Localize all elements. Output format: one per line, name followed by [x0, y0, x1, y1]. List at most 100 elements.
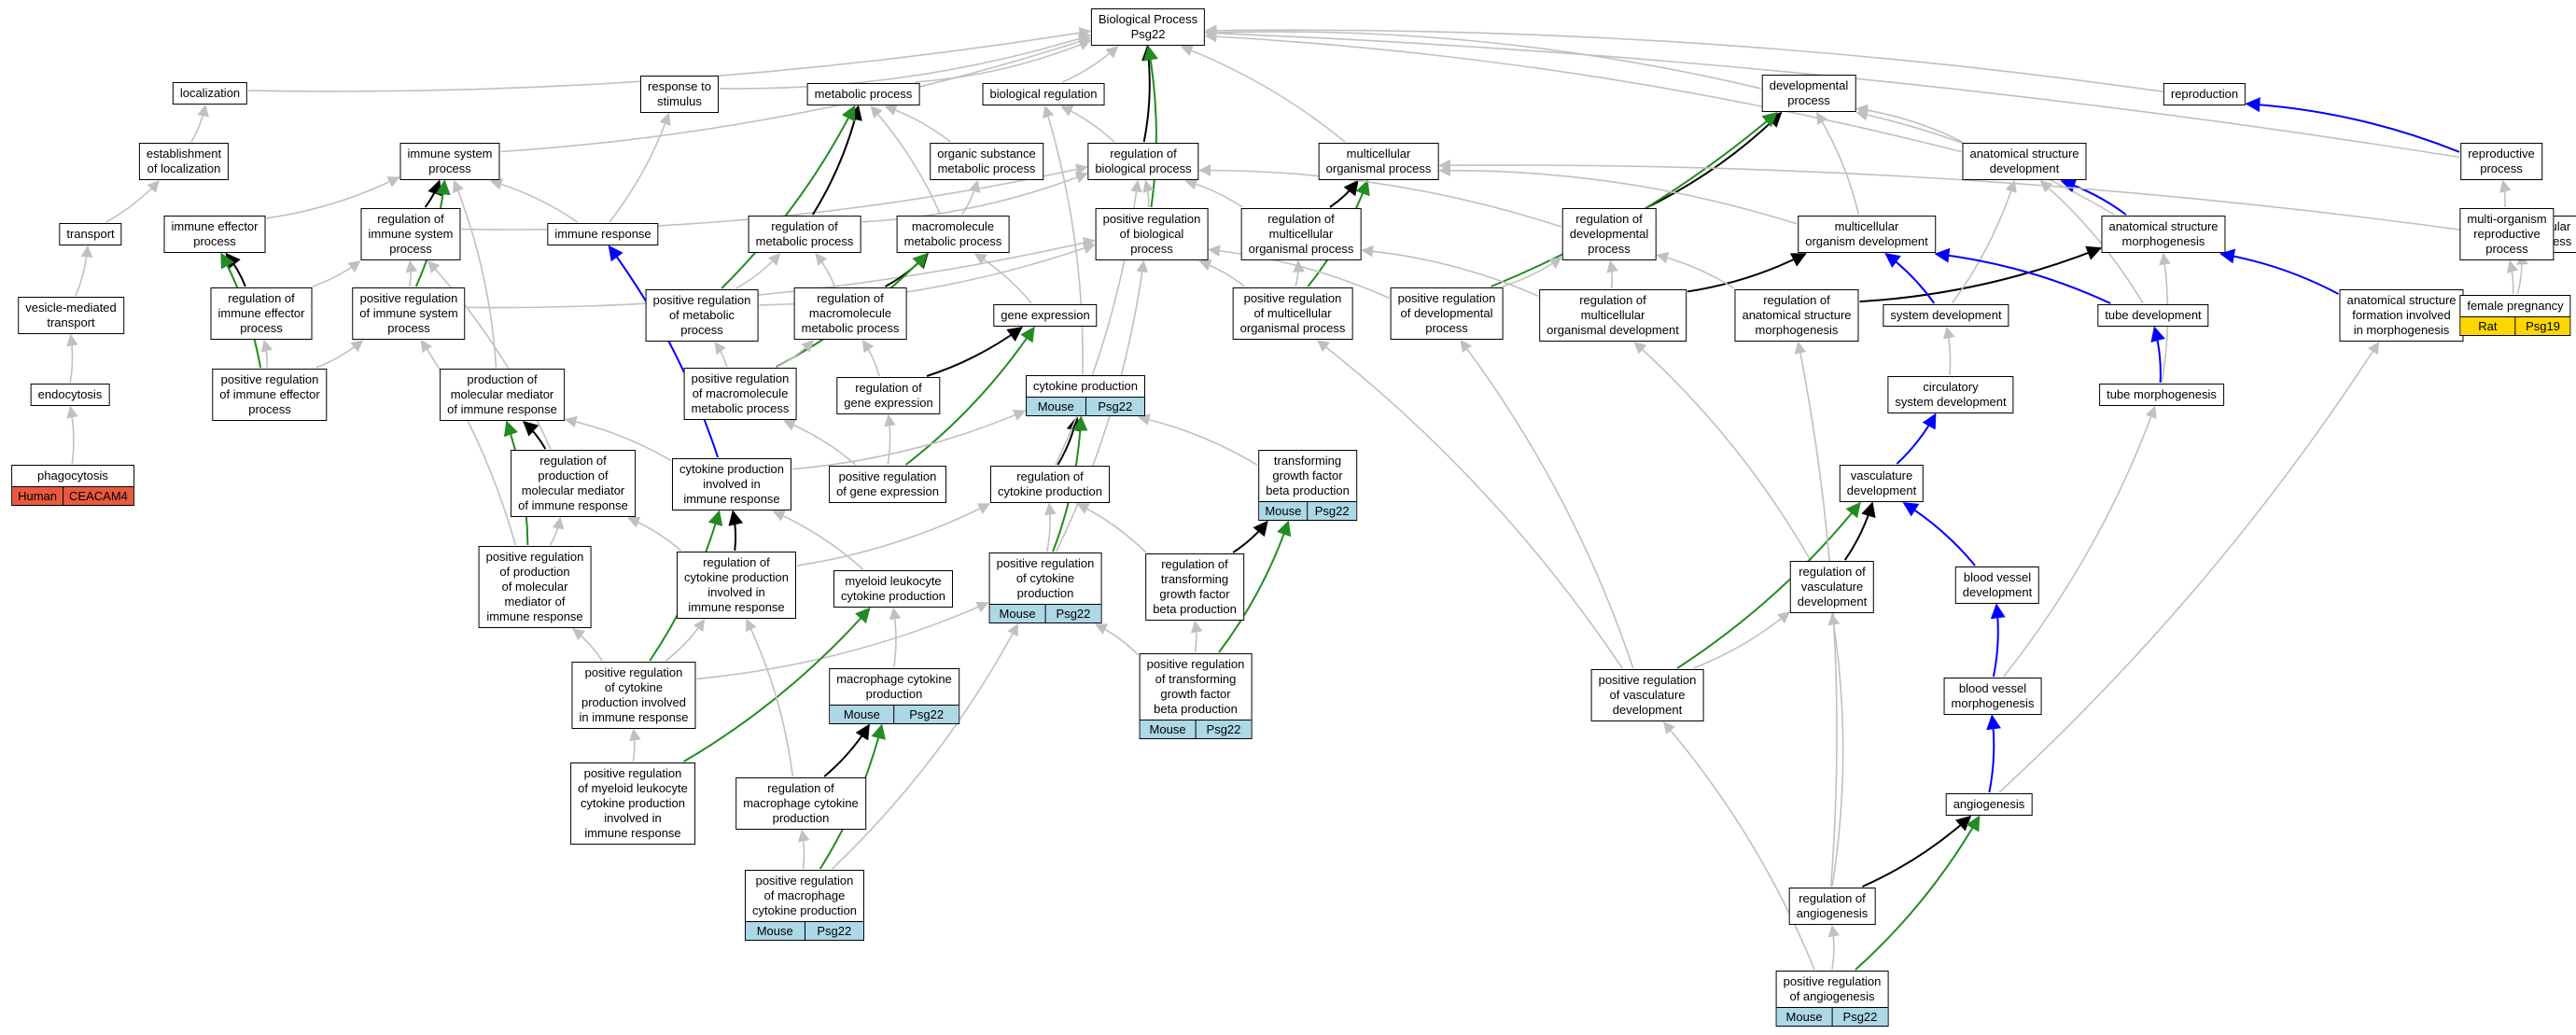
- edge-asd-to-bp: [1204, 30, 1962, 153]
- go-term-label: multicellular organism development: [1805, 219, 1928, 248]
- go-term-prtgfb: positive regulation of transforming grow…: [1139, 653, 1253, 739]
- go-term-rdp: regulation of developmental process: [1561, 208, 1657, 260]
- edge-breg-to-bp: [1061, 46, 1119, 83]
- go-term-label: regulation of developmental process: [1569, 212, 1649, 256]
- edge-iep-to-isp: [266, 176, 400, 219]
- edge-cpir-to-pmmir: [564, 415, 672, 462]
- edge-tm-to-td: [2150, 326, 2165, 384]
- edge-prtgfb-to-tgfb: [1218, 520, 1292, 653]
- edge-asfm-to-asm: [2219, 248, 2339, 295]
- go-term-label: macrophage cytokine production: [836, 672, 952, 701]
- go-term-vmt: vesicle-mediated transport: [18, 297, 124, 334]
- edge-sd-to-asd: [1951, 179, 2017, 304]
- go-term-mop: multicellular organismal process: [1318, 143, 1439, 180]
- go-term-prmlcp: positive regulation of myeloid leukocyte…: [570, 762, 695, 845]
- go-term-label: blood vessel development: [1962, 570, 2033, 599]
- edge-rmp-to-mp: [811, 105, 862, 216]
- go-term-label: regulation of angiogenesis: [1796, 891, 1869, 920]
- go-term-label: female pregnancy: [2467, 299, 2564, 313]
- go-term-label: organic substance metabolic process: [937, 147, 1036, 175]
- go-term-ge: gene expression: [993, 304, 1098, 327]
- gene-tag: CEACAM4: [63, 487, 133, 505]
- go-term-priep: positive regulation of immune effector p…: [212, 369, 328, 421]
- edge-rmp-to-rbp: [861, 172, 1088, 223]
- go-term-label: immune effector process: [171, 219, 259, 248]
- go-term-label: positive regulation of macrophage cytoki…: [751, 874, 858, 917]
- go-term-morp: multi-organism reproductive process: [2459, 208, 2555, 260]
- edge-prmop-to-rmop: [1293, 259, 1305, 287]
- edge-rvd-to-rmod: [1633, 342, 1812, 561]
- edge-prmmp-to-prmp: [714, 341, 728, 368]
- edge-mod-to-dp: [1815, 111, 1860, 216]
- go-term-label: regulation of gene expression: [844, 381, 933, 410]
- go-term-rvd: regulation of vasculature development: [1789, 561, 1875, 613]
- species-tag: Mouse: [999, 607, 1036, 621]
- go-term-iep: immune effector process: [163, 216, 266, 253]
- edge-rasm-to-asm: [1859, 245, 2102, 303]
- edge-rcpir-to-rcp: [796, 503, 991, 566]
- edge-prge-to-prmmp: [783, 419, 857, 466]
- edge-prcpir-to-prpmm: [572, 628, 603, 662]
- edge-rasm-to-rdp: [1656, 251, 1735, 289]
- go-term-label: regulation of anatomical structure morph…: [1742, 293, 1852, 337]
- go-term-label: positive regulation of cytokine producti…: [579, 665, 689, 724]
- edge-rpmm-to-risp: [427, 260, 552, 450]
- edge-dp-to-bp: [1204, 26, 1761, 90]
- go-term-label: positive regulation of multicellular org…: [1239, 291, 1346, 335]
- go-term-macro: macromolecule metabolic process: [896, 216, 1010, 253]
- edge-ang-to-asfm: [1998, 341, 2380, 793]
- go-term-prisp: positive regulation of immune system pro…: [352, 287, 466, 340]
- edge-rpmm-to-pmmir: [523, 420, 547, 450]
- edge-phago-to-endo: [66, 405, 78, 465]
- gene-tag: Psg22: [1085, 398, 1145, 415]
- go-term-label: multicellular organismal process: [1325, 147, 1432, 175]
- edge-risp-to-isp: [424, 179, 442, 208]
- edge-riep-to-risp: [312, 260, 361, 287]
- edge-cpir-to-ir: [608, 245, 720, 458]
- edge-cpir-to-cp: [791, 409, 1027, 470]
- edge-vd-to-csd: [1896, 413, 1937, 465]
- edge-prmmp-to-rmmp: [777, 340, 815, 368]
- go-term-label: positive regulation of immune effector p…: [219, 372, 320, 416]
- go-term-label: positive regulation of gene expression: [836, 469, 939, 498]
- edge-prmp-to-mp: [721, 105, 856, 289]
- go-term-rmod: regulation of multicellular organismal d…: [1539, 289, 1687, 342]
- go-term-label: vasculature development: [1846, 469, 1917, 497]
- edge-prcpir-to-prcp: [696, 601, 989, 680]
- go-term-label: myeloid leukocyte cytokine production: [840, 574, 946, 603]
- edge-rcpir-to-rpmm: [627, 516, 682, 552]
- go-term-label: positive regulation of production of mol…: [485, 550, 584, 623]
- go-term-rcpir: regulation of cytokine production involv…: [676, 552, 797, 619]
- edge-mp-to-bp: [915, 39, 1092, 83]
- go-term-label: positive regulation of developmental pro…: [1397, 291, 1496, 335]
- go-term-rp: reproductive process: [2460, 143, 2542, 180]
- edge-prang-to-ang: [1855, 815, 1981, 971]
- go-term-label: metabolic process: [814, 87, 913, 101]
- go-term-riep: regulation of immune effector process: [210, 287, 313, 340]
- go-term-label: angiogenesis: [1953, 797, 2025, 811]
- edge-repro-to-bp: [1204, 24, 2163, 92]
- edge-rang-to-ang: [1861, 815, 1972, 888]
- edge-td-to-mod: [1934, 247, 2111, 304]
- edge-trans-to-eloc: [105, 180, 160, 223]
- go-term-prmp: positive regulation of metabolic process: [645, 289, 759, 342]
- go-term-label: transport: [66, 227, 115, 241]
- go-term-label: regulation of multicellular organismal d…: [1547, 293, 1679, 337]
- gene-tag: Psg22: [804, 922, 864, 940]
- edge-priep-to-riep: [260, 339, 273, 369]
- edge-mmop-to-mop: [1438, 159, 2468, 231]
- go-term-vd: vasculature development: [1839, 465, 1925, 502]
- edge-prdp-to-dp: [1491, 111, 1778, 287]
- species-tag: Mouse: [843, 707, 880, 721]
- edge-prmp-to-rmp: [735, 253, 781, 289]
- go-term-asfm: anatomical structure formation involved …: [2339, 289, 2464, 342]
- edge-prang-to-rang: [1827, 924, 1841, 971]
- edge-eloc-to-loc: [190, 104, 209, 143]
- edge-prisp-to-prbp: [466, 236, 1096, 309]
- edge-rvd-to-vd: [1843, 501, 1876, 561]
